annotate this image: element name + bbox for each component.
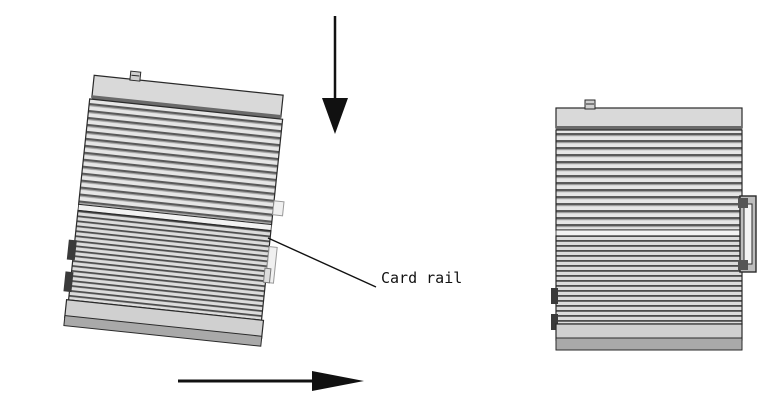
right-arrow [178, 371, 364, 391]
din-rail-bracket [738, 195, 757, 273]
card-rail-callout: Card rail [267, 237, 462, 288]
top-cap [555, 107, 743, 129]
device-mounted [551, 99, 757, 351]
heatsink-fins [555, 129, 743, 231]
heatsink-fins [77, 98, 284, 226]
device-tilted [63, 70, 285, 347]
screw-icon [584, 99, 596, 110]
screw-icon [129, 70, 142, 82]
down-arrow [322, 16, 348, 134]
rail-clip [262, 200, 285, 284]
card-rail-label: Card rail [381, 269, 462, 287]
